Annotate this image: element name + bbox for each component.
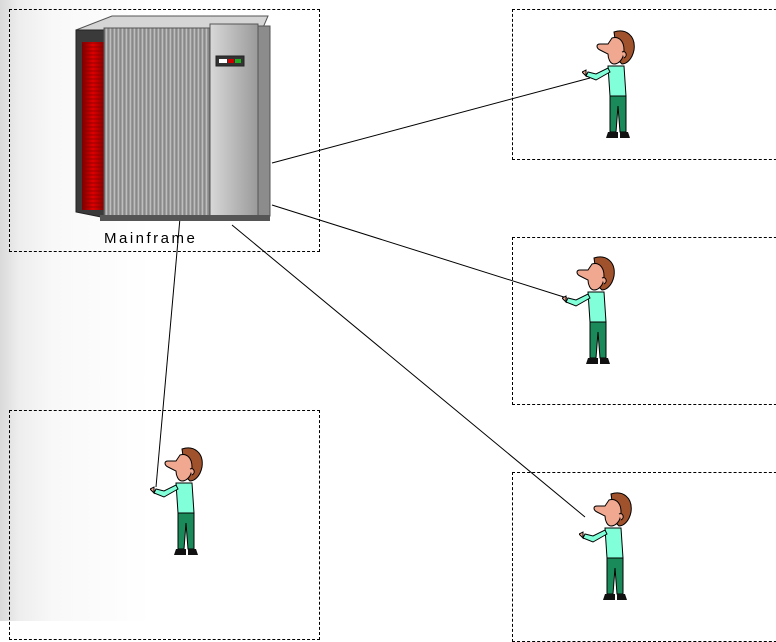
connection-lines — [155, 77, 591, 518]
person-pointing-icon — [582, 30, 635, 138]
mainframe-label: Mainframe — [104, 230, 198, 247]
mainframe-region — [9, 9, 320, 252]
person-pointing-icon — [562, 256, 615, 364]
mainframe-computer-icon — [75, 15, 271, 221]
user-region-middle-right — [512, 237, 776, 405]
person-pointing-icon — [150, 447, 203, 555]
connection-line — [271, 204, 568, 299]
connection-line — [155, 217, 181, 488]
user-region-top-right — [512, 9, 776, 160]
connection-line — [231, 224, 586, 518]
connection-line — [271, 77, 591, 164]
person-pointing-icon — [579, 492, 632, 600]
